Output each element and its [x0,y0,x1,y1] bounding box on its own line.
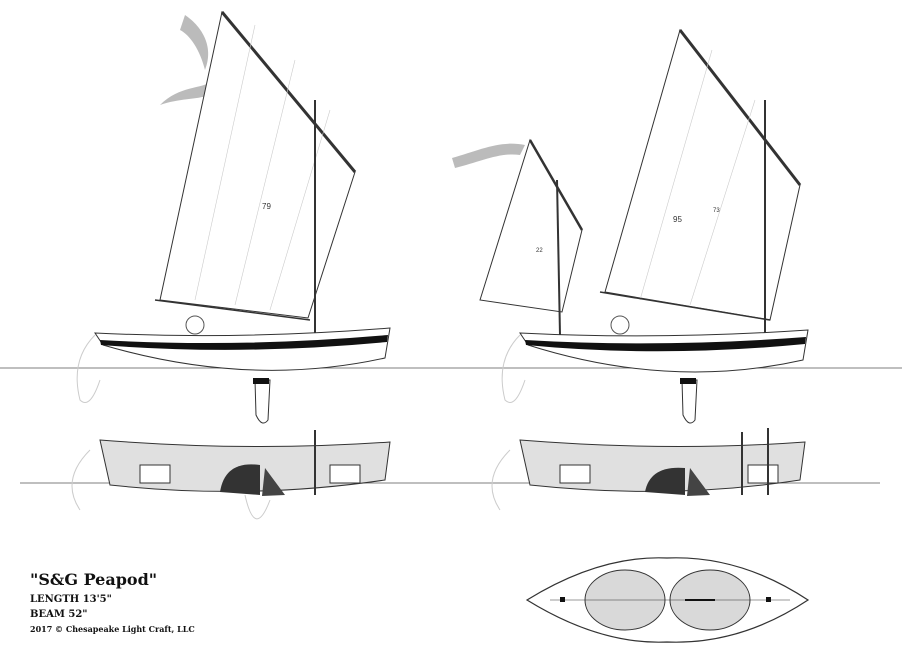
pennant-icon [452,143,525,168]
mizzen-mast [556,179,561,336]
seat-hatch [139,464,171,484]
plan-view [525,557,810,643]
seat-hatch [747,464,779,484]
sailor-figure [185,315,205,335]
mizzen-sail [479,138,583,313]
length-spec: LENGTH 13'5" [30,594,112,605]
pennant-icon [180,15,209,70]
sailor-figure [610,315,630,335]
rudder [681,379,698,424]
sail-panel-seam [234,59,296,306]
seat-hatch [559,464,591,484]
mizzen-yard [528,139,584,231]
right-rowing-profile [491,428,806,511]
mainsail [159,10,356,319]
sail-area-label: 22 [536,248,543,254]
rudder-head [680,378,696,384]
mast-step [560,597,565,602]
sailor-seat [645,467,685,495]
copyright: 2017 © Chesapeake Light Craft, LLC [30,624,195,634]
sailor-legs [687,468,710,496]
sail-panel-seam [194,24,256,301]
sail-area-label: 73 [713,208,720,214]
boom [154,299,311,321]
sailor-seat [220,464,260,495]
left-rowing-profile [71,430,391,520]
ghost-oar [76,334,101,403]
seat-hatch [329,464,361,484]
ghost-rudder [244,494,271,520]
left-sailboat: 79 [76,10,391,424]
mainsail [604,28,801,321]
ghost-oar [501,334,526,403]
mast-step [766,597,771,602]
right-sailboat: 22 95 73 [452,28,809,424]
sail-area-label: 79 [262,202,271,211]
sailor-legs [262,468,285,496]
sail-area-label: 95 [673,215,682,224]
yard [678,29,802,186]
boom [599,291,771,321]
rudder-head [253,378,269,384]
hull-stripe [100,335,388,350]
sail-panel-seam [689,99,756,306]
hull-stripe [525,337,806,352]
sail-panel-seam [269,109,331,311]
sail-panel-seam [639,49,713,301]
yard [220,11,357,173]
ghost-oar [491,449,511,511]
rudder [254,379,271,424]
hull-interior-view [519,439,806,492]
pennant-icon [160,80,215,105]
ghost-oar [71,449,91,511]
boat-title: "S&G Peapod" [30,570,158,589]
beam-spec: BEAM 52" [30,609,88,620]
